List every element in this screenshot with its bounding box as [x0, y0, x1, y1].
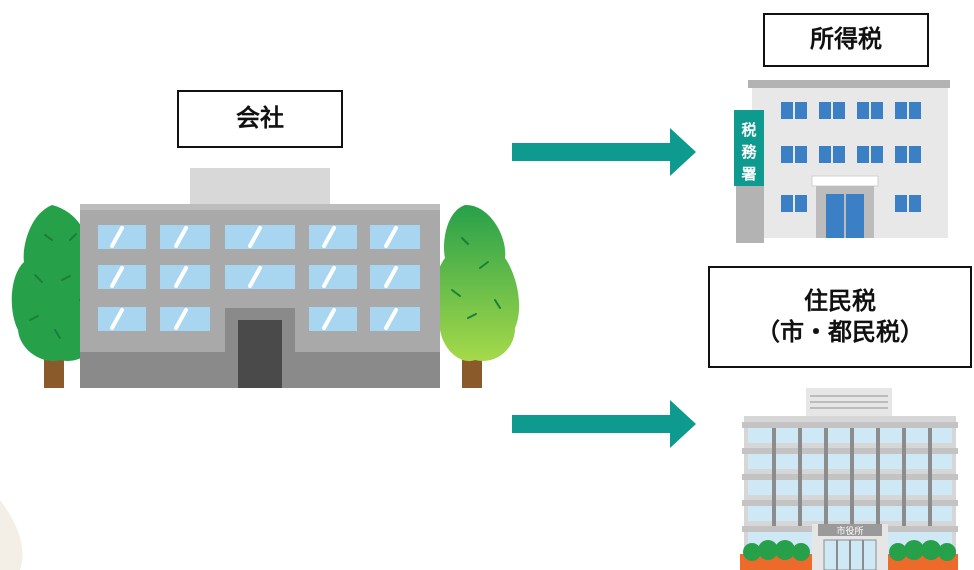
city-hall-building-illustration: 市役所 [740, 388, 958, 570]
tax-sign-char-2: 務 [741, 143, 757, 161]
income-tax-label: 所得税 [763, 13, 929, 67]
income-tax-label-text: 所得税 [810, 25, 882, 54]
company-label-text: 会社 [236, 104, 284, 133]
background-corner-shape [0, 500, 23, 570]
company-label: 会社 [177, 90, 343, 148]
tax-sign-char-1: 税 [741, 121, 756, 139]
tax-office-building-illustration: 税 務 署 [734, 80, 950, 243]
arrow-to-income-tax [512, 128, 696, 176]
planter-right-icon [888, 540, 958, 570]
arrow-to-resident-tax [512, 400, 696, 448]
planter-left-icon [740, 540, 812, 570]
company-building-illustration [11, 168, 520, 388]
city-hall-sign: 市役所 [836, 525, 863, 537]
resident-tax-label-line1: 住民税 [804, 286, 876, 315]
resident-tax-label: 住民税 （市・都民税） [708, 266, 972, 368]
right-tree-icon [433, 204, 520, 388]
tax-sign-char-3: 署 [740, 165, 756, 183]
resident-tax-label-line2: （市・都民税） [756, 318, 924, 346]
